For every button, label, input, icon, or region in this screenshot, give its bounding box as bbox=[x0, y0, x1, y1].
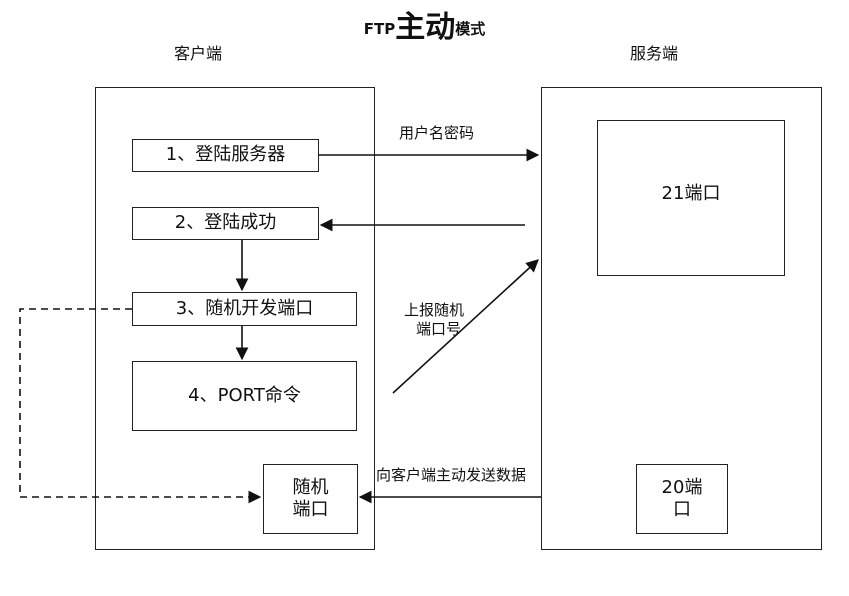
title-prefix: FTP bbox=[363, 20, 396, 38]
label-report-port: 上报随机 端口号 bbox=[404, 301, 464, 339]
port-20-box: 20端 口 bbox=[636, 464, 728, 534]
label-report-port-line1: 上报随机 bbox=[404, 301, 465, 319]
port-21-label: 21端口 bbox=[661, 183, 721, 204]
step-login-server: 1、登陆服务器 bbox=[132, 139, 319, 172]
dashed-random-port-link bbox=[19, 308, 262, 504]
step-port-command: 4、PORT命令 bbox=[132, 361, 357, 431]
client-label: 客户端 bbox=[174, 44, 223, 63]
diagram-title: FTP主动模式 bbox=[0, 2, 849, 46]
random-port-line1: 随机 bbox=[292, 476, 329, 498]
step-login-success: 2、登陆成功 bbox=[132, 207, 319, 240]
port-21-box: 21端口 bbox=[597, 120, 785, 276]
server-label: 服务端 bbox=[630, 44, 679, 63]
label-report-port-line2: 端口号 bbox=[416, 319, 462, 338]
random-port-line2: 端口 bbox=[292, 499, 329, 520]
label-username-password: 用户名密码 bbox=[399, 124, 475, 142]
step-open-random-port: 3、随机开发端口 bbox=[132, 292, 357, 326]
arrow-report-port bbox=[392, 259, 539, 394]
title-main: 主动 bbox=[395, 10, 456, 45]
port-20-line2: 口 bbox=[673, 499, 691, 520]
port-20-line1: 20端 bbox=[661, 476, 703, 498]
title-suffix: 模式 bbox=[455, 20, 486, 38]
random-port-box: 随机 端口 bbox=[263, 464, 358, 534]
label-send-data: 向客户端主动发送数据 bbox=[376, 466, 527, 484]
